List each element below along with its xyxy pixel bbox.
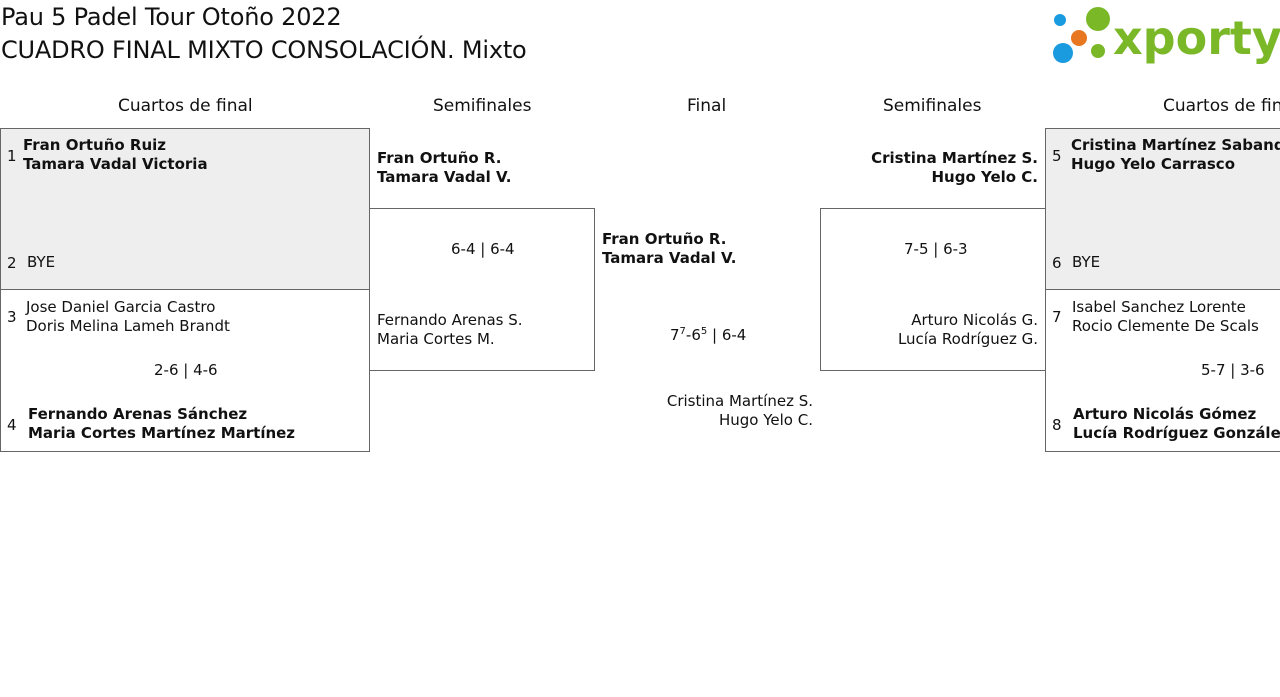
column-heading-right-quarterfinals: Cuartos de final bbox=[1163, 96, 1280, 116]
logo-dot-blue-top bbox=[1054, 14, 1066, 26]
player-name: Tamara Vadal V. bbox=[602, 249, 737, 267]
player-name: Fernando Arenas Sánchez bbox=[28, 405, 248, 423]
draw-title: CUADRO FINAL MIXTO CONSOLACIÓN. Mixto bbox=[1, 36, 527, 64]
seed-number: 4 bbox=[7, 416, 17, 434]
player-name: Hugo Yelo C. bbox=[718, 411, 813, 429]
player-name: Isabel Sanchez Lorente bbox=[1072, 298, 1246, 316]
bye-label: BYE bbox=[1072, 253, 1101, 271]
player-name: Arturo Nicolás Gómez bbox=[1073, 405, 1257, 423]
match-box-left-qf-1 bbox=[0, 128, 370, 290]
player-name: Jose Daniel Garcia Castro bbox=[26, 298, 216, 316]
seed-number: 2 bbox=[7, 254, 17, 272]
player-name: Arturo Nicolás G. bbox=[911, 311, 1038, 329]
column-heading-right-semifinals: Semifinales bbox=[883, 96, 982, 116]
match-box-right-qf-2 bbox=[1045, 289, 1280, 452]
player-name: Fernando Arenas S. bbox=[377, 311, 523, 329]
player-name: Maria Cortes M. bbox=[377, 330, 495, 348]
logo-dot-green-top bbox=[1086, 7, 1110, 31]
match-score: 7-5 | 6-3 bbox=[904, 240, 968, 258]
bye-label: BYE bbox=[27, 253, 56, 271]
column-heading-final: Final bbox=[687, 96, 727, 116]
player-name: Hugo Yelo Carrasco bbox=[1071, 155, 1235, 173]
logo-dot-orange bbox=[1071, 30, 1087, 46]
column-heading-left-quarterfinals: Cuartos de final bbox=[118, 96, 253, 116]
player-name: Tamara Vadal V. bbox=[377, 168, 512, 186]
final-score: 77-65 | 6-4 bbox=[670, 322, 746, 345]
match-score: 5-7 | 3-6 bbox=[1201, 361, 1265, 379]
player-name: Lucía Rodríguez González bbox=[1073, 424, 1280, 442]
logo-text: xporty bbox=[1113, 11, 1280, 65]
match-score: 2-6 | 4-6 bbox=[154, 361, 218, 379]
player-name: Fran Ortuño R. bbox=[377, 149, 502, 167]
seed-number: 7 bbox=[1052, 308, 1062, 326]
tiebreak-score: 7 bbox=[679, 326, 686, 337]
player-name: Tamara Vadal Victoria bbox=[23, 155, 208, 173]
seed-number: 1 bbox=[7, 147, 17, 165]
logo-dot-green-bottom bbox=[1091, 44, 1105, 58]
player-name: Rocio Clemente De Scals bbox=[1072, 317, 1259, 335]
player-name: Fran Ortuño R. bbox=[602, 230, 727, 248]
score-part: -6 bbox=[685, 326, 701, 344]
logo-dot-blue-bottom bbox=[1053, 43, 1073, 63]
xporty-logo: xporty bbox=[1053, 7, 1280, 65]
seed-number: 6 bbox=[1052, 254, 1062, 272]
player-name: Cristina Martínez Sabando bbox=[1071, 136, 1280, 154]
player-name: Maria Cortes Martínez Martínez bbox=[28, 424, 296, 442]
tiebreak-score: 5 bbox=[700, 326, 708, 337]
player-name: Fran Ortuño Ruiz bbox=[23, 136, 167, 154]
score-part: | 6-4 bbox=[707, 326, 747, 344]
player-name: Lucía Rodríguez G. bbox=[897, 330, 1038, 348]
match-box-left-sf bbox=[369, 208, 595, 371]
score-part: 7 bbox=[670, 326, 680, 344]
seed-number: 5 bbox=[1052, 147, 1062, 165]
seed-number: 3 bbox=[7, 308, 17, 326]
tournament-title: Pau 5 Padel Tour Otoño 2022 bbox=[1, 3, 342, 31]
player-name: Doris Melina Lameh Brandt bbox=[26, 317, 230, 335]
match-score: 6-4 | 6-4 bbox=[451, 240, 515, 258]
player-name: Cristina Martínez S. bbox=[871, 149, 1038, 167]
seed-number: 8 bbox=[1052, 416, 1062, 434]
player-name: Cristina Martínez S. bbox=[666, 392, 813, 410]
player-name: Hugo Yelo C. bbox=[931, 168, 1038, 186]
column-heading-left-semifinals: Semifinales bbox=[433, 96, 532, 116]
